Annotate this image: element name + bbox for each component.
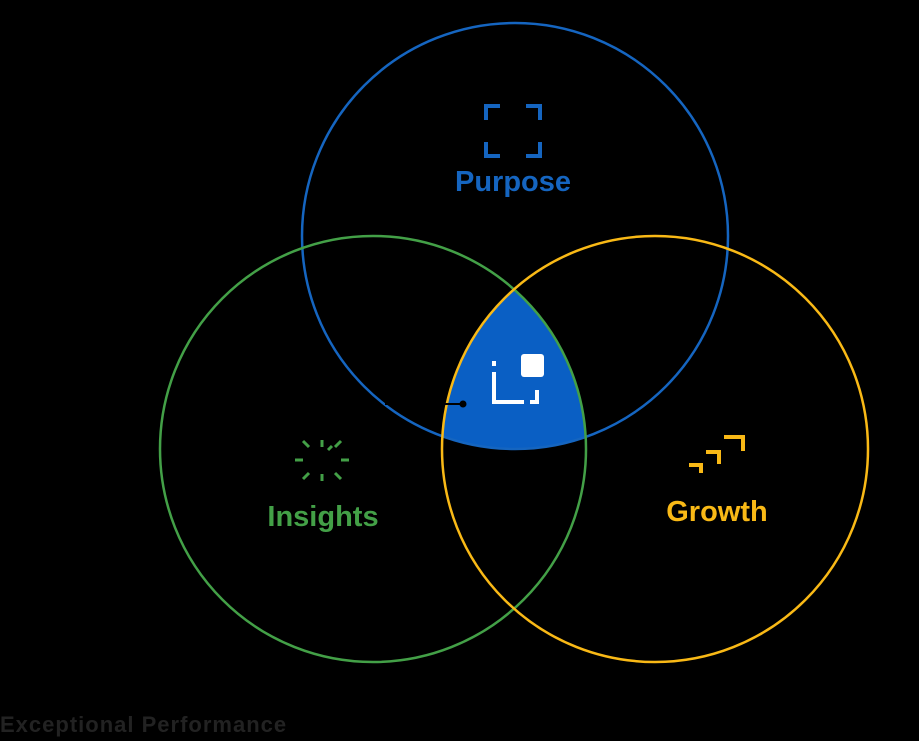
insights-label: Insights [267, 501, 378, 533]
bracket-frame-icon [484, 104, 542, 158]
purpose-label: Purpose [455, 166, 571, 198]
purpose-circle [300, 21, 730, 451]
sunburst-icon [295, 439, 349, 481]
frame-square-icon [492, 354, 544, 404]
center-connector [385, 400, 467, 408]
growth-circle [440, 234, 870, 664]
growth-label: Growth [666, 496, 768, 528]
insights-circle [158, 234, 588, 664]
growth-arrows-icon [689, 435, 745, 473]
footer-caption: Exceptional Performance [0, 712, 288, 737]
center-intersection [442, 236, 586, 449]
